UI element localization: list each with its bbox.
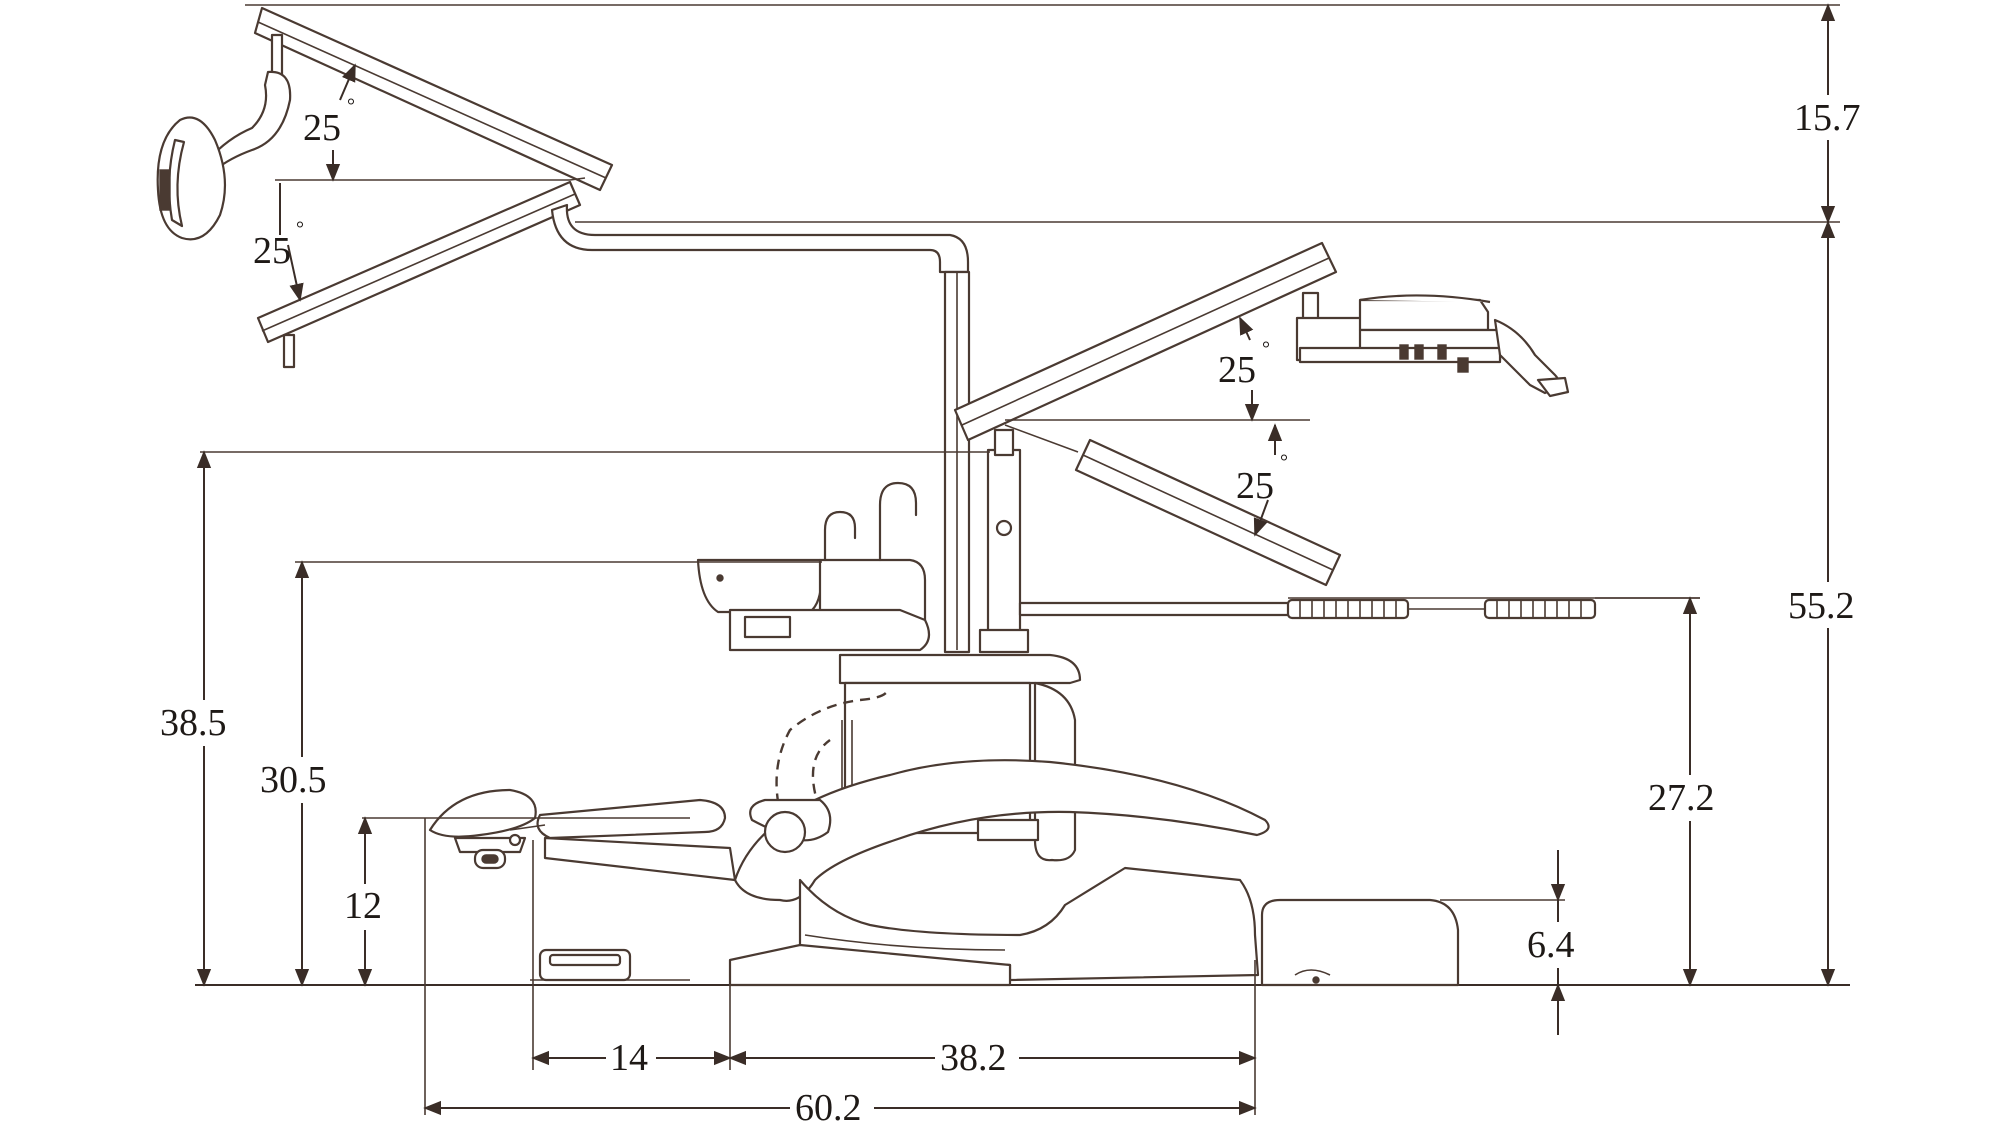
dim-stool-height: 6.4 bbox=[1527, 924, 1575, 966]
operating-light-assembly bbox=[156, 6, 614, 369]
dim-overall-length: 60.2 bbox=[795, 1087, 862, 1125]
tray-angle-up-degree: ° bbox=[1262, 338, 1270, 360]
light-angle-up-label: 25 bbox=[303, 107, 341, 149]
tray-angle-up-label: 25 bbox=[1218, 349, 1256, 391]
instrument-tray bbox=[1295, 291, 1570, 398]
dim-overall-height: 55.2 bbox=[1788, 585, 1855, 627]
light-angle-down-degree: ° bbox=[296, 218, 304, 240]
chair-headrest bbox=[428, 788, 537, 838]
tray-angle-down-label: 25 bbox=[1236, 465, 1274, 507]
light-angle-up-degree: ° bbox=[347, 95, 355, 117]
light-yoke bbox=[206, 70, 292, 172]
light-pole bbox=[550, 203, 971, 654]
chair-body bbox=[428, 653, 1270, 987]
cuspidor bbox=[696, 481, 931, 652]
support-post bbox=[978, 428, 1302, 654]
handpiece-holder bbox=[1286, 597, 1700, 620]
dim-headrest-to-base: 14 bbox=[610, 1037, 648, 1079]
dim-light-arm-height: 15.7 bbox=[1794, 97, 1861, 139]
dim-base-length: 38.2 bbox=[940, 1037, 1007, 1079]
light-upper-arm bbox=[253, 6, 614, 192]
dim-headrest-height: 12 bbox=[344, 885, 382, 927]
delivery-tray-assembly bbox=[953, 241, 1570, 587]
chair-legrest bbox=[536, 798, 727, 840]
chair-seat-back bbox=[733, 759, 1270, 902]
operator-stool-base bbox=[1260, 898, 1460, 987]
tray-angle-down-degree: ° bbox=[1280, 451, 1288, 473]
light-angle-down-label: 25 bbox=[253, 230, 291, 272]
dim-cup-filler-height: 30.5 bbox=[260, 759, 327, 801]
dim-tray-height: 27.2 bbox=[1648, 777, 1715, 819]
dim-spittoon-height: 38.5 bbox=[160, 702, 227, 744]
